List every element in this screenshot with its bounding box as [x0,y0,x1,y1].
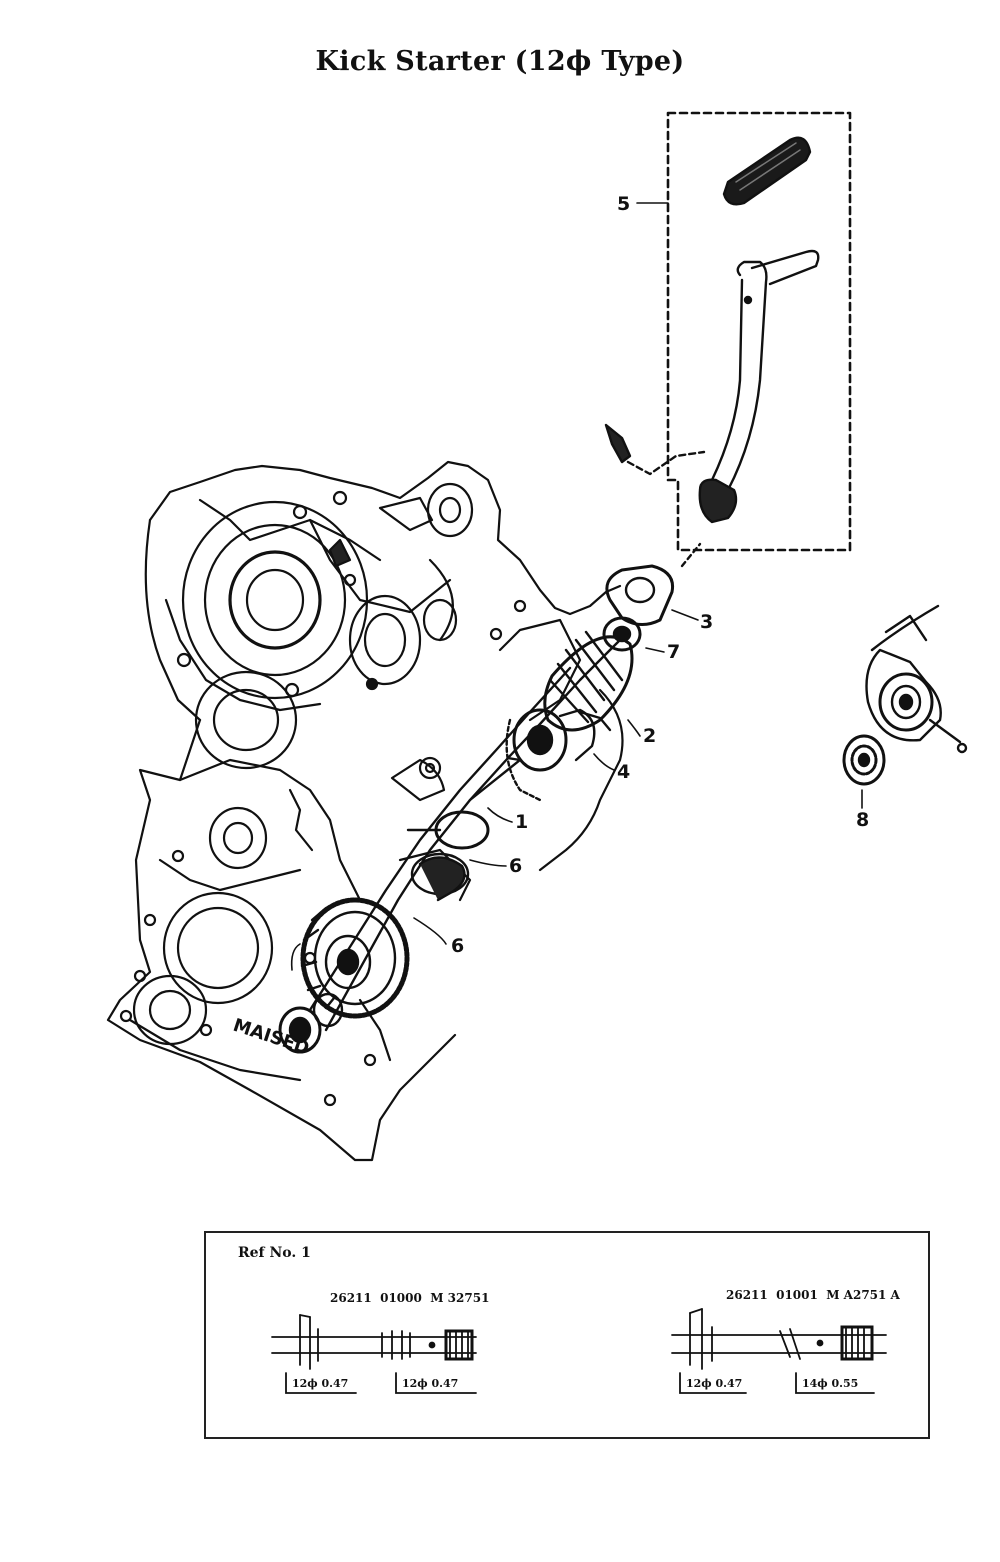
kick-lever-arm [698,249,820,524]
kick-stopper [605,564,675,626]
variant-1-dim-b: 12ϕ 0.47 [402,1377,459,1390]
shaft-sketches [271,1308,887,1394]
shaft-sketch-1 [271,1314,477,1394]
variant-1-dim-a: 12ϕ 0.47 [292,1377,349,1390]
callout-2: 2 [643,725,657,747]
crankcase [106,460,624,1162]
kick-gear [290,897,410,1019]
variant-2-code: 26211 01001 M A2751 A [726,1288,900,1302]
variant-1-code: 26211 01000 M 32751 [330,1291,490,1305]
kick-rubber-grip [722,136,812,206]
callout-6-lower: 6 [451,935,465,957]
callout-7: 7 [667,641,681,663]
oil-seal-bearing [842,734,886,786]
kick-return-spring [543,630,634,732]
end-washer [278,992,344,1054]
page-title: Kick Starter (12ϕ Type) [315,46,685,77]
callout-8: 8 [856,809,870,831]
callout-3: 3 [700,611,714,633]
kick-pawl [505,708,612,802]
callout-5: 5 [617,193,631,215]
callout-leaders [413,202,863,945]
right-cover-detail [865,604,968,754]
variant-2-dim-b: 14ϕ 0.55 [802,1377,859,1390]
kick-lever-group-box [666,111,852,552]
axis-line-upper [680,542,702,568]
reference-title: Ref No. 1 [238,1245,311,1261]
kick-shaft [308,638,622,1032]
variant-2-dim-a: 12ϕ 0.47 [686,1377,743,1390]
callout-1: 1 [515,811,529,833]
reference-box: Ref No. 1 26211 01000 M 32751 26211 0100… [204,1231,930,1439]
callout-6-upper: 6 [509,855,523,877]
shaft-sketch-2 [671,1308,887,1394]
kick-ratchet-clip [406,810,490,902]
pinch-bolt [604,423,706,476]
exploded-view-drawing: MAISED [106,111,968,1162]
callout-4: 4 [617,761,631,783]
